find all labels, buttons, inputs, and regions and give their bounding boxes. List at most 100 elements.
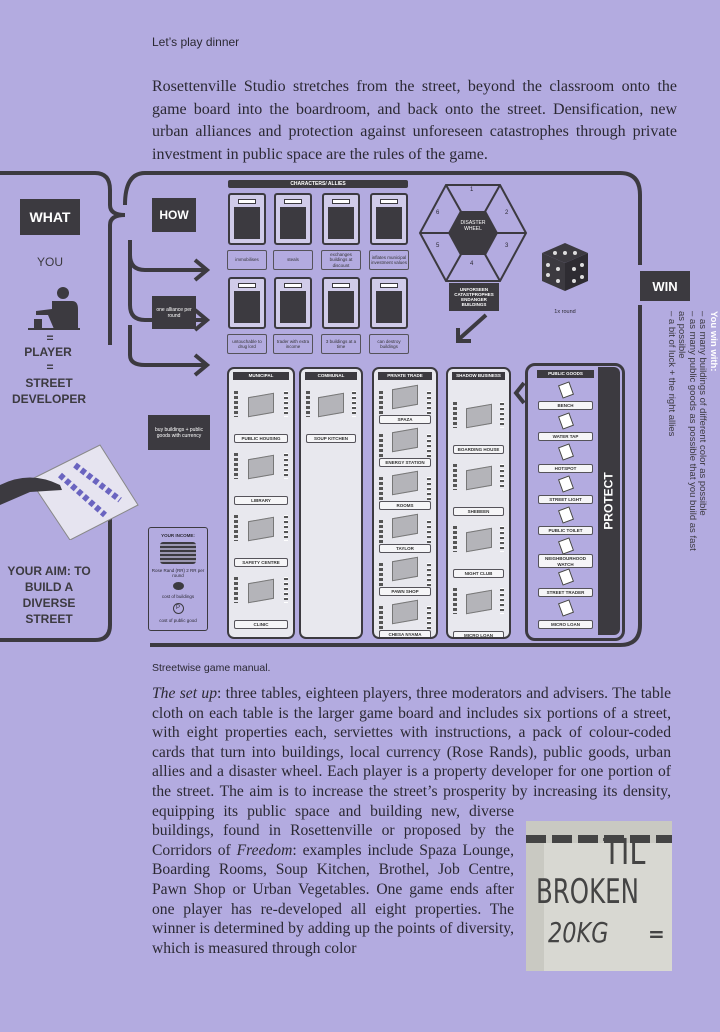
public-good-label: PUBLIC TOILET bbox=[538, 525, 593, 535]
public-good-item: STREET TRADER bbox=[533, 568, 598, 599]
public-good-item: BENCH bbox=[533, 381, 598, 412]
wheel-segment-number: 2 bbox=[505, 210, 509, 216]
building-item: NIGHT CLUB bbox=[448, 518, 509, 580]
character-card bbox=[322, 193, 360, 245]
public-good-item: MICRO LOAN bbox=[533, 599, 598, 630]
public-good-card-icon bbox=[557, 537, 574, 555]
build-level-dots bbox=[427, 606, 431, 632]
characters-title: CHARACTERS/ ALLIES bbox=[228, 180, 408, 188]
public-good-item: PUBLIC TOILET bbox=[533, 506, 598, 537]
you-label: YOU bbox=[36, 255, 63, 269]
equals-2: = bbox=[46, 360, 54, 374]
build-level-dots bbox=[427, 477, 431, 503]
character-ability: inflates municipal investment values bbox=[369, 250, 409, 270]
one-alliance-box: one alliance per round bbox=[152, 296, 196, 329]
character-silhouette-icon bbox=[376, 207, 402, 239]
public-good-token-icon: P bbox=[172, 603, 184, 614]
player-label: PLAYER bbox=[24, 345, 72, 359]
character-ability: steals bbox=[273, 250, 313, 270]
building-label: SOUP KITCHEN bbox=[306, 434, 356, 443]
building-icon bbox=[392, 599, 418, 625]
income-rands: Rose Rand (RR) 2 RR per round bbox=[151, 568, 205, 578]
build-level-dots bbox=[284, 453, 288, 479]
building-icon bbox=[465, 465, 492, 491]
wheel-segment-number: 5 bbox=[436, 243, 440, 249]
card-title-slot bbox=[238, 283, 256, 288]
building-icon bbox=[318, 392, 344, 418]
build-level-dots bbox=[234, 515, 238, 541]
public-good-item: NEIGHBOURHOOD WATCH bbox=[533, 537, 598, 569]
building-label: SAFETY CENTRE bbox=[234, 558, 288, 567]
building-item: ENERGY STATION bbox=[374, 426, 436, 469]
building-icon bbox=[248, 392, 274, 418]
income-box: YOUR INCOME: Rose Rand (RR) 2 RR per rou… bbox=[148, 527, 208, 631]
building-label: LIBRARY bbox=[234, 496, 288, 505]
public-good-label: BENCH bbox=[538, 401, 593, 411]
character-silhouette-icon bbox=[234, 291, 260, 323]
character-card bbox=[370, 193, 408, 245]
character-card bbox=[274, 277, 312, 329]
wheel-segment-number: 1 bbox=[470, 187, 474, 193]
public-good-label: HOTSPOT bbox=[538, 463, 593, 473]
card-title-slot bbox=[284, 283, 302, 288]
building-icon bbox=[392, 556, 418, 582]
public-good-card-icon bbox=[557, 443, 574, 462]
win-title: You win with: bbox=[708, 311, 719, 372]
character-silhouette-icon bbox=[280, 207, 306, 239]
public-good-label: NEIGHBOURHOOD WATCH bbox=[538, 554, 593, 569]
building-label: CLINIC bbox=[234, 620, 288, 629]
build-level-dots bbox=[500, 588, 504, 614]
your-aim-label: YOUR AIM: TO BUILD A DIVERSE STREET bbox=[7, 564, 91, 626]
cost-buildings-label: cost of buildings bbox=[161, 594, 195, 599]
building-item: ROOMS bbox=[374, 469, 436, 512]
character-silhouette-icon bbox=[376, 291, 402, 323]
game-board-hand-illustration bbox=[0, 430, 140, 541]
win-item: – as many public goods as possible that … bbox=[676, 311, 699, 551]
public-good-label: STREET LIGHT bbox=[538, 494, 593, 504]
disaster-wheel bbox=[418, 184, 528, 282]
win-box: WIN bbox=[640, 271, 690, 301]
build-level-dots bbox=[453, 526, 457, 552]
build-level-dots bbox=[234, 391, 238, 417]
building-icon bbox=[392, 470, 418, 496]
character-ability: trader with extra income bbox=[273, 334, 313, 354]
public-good-card-icon bbox=[557, 599, 574, 617]
building-item: SPAZA bbox=[374, 383, 436, 426]
card-title-slot bbox=[332, 283, 350, 288]
building-label: CHESA NYAMA bbox=[379, 630, 431, 637]
building-label: TAYLOR bbox=[379, 544, 431, 553]
sign-text-til: TIL bbox=[603, 832, 646, 873]
build-level-dots bbox=[453, 588, 457, 614]
coin-icon bbox=[172, 582, 184, 590]
building-icon bbox=[465, 589, 492, 615]
building-item: SHEBEEN bbox=[448, 456, 509, 518]
public-good-label: MICRO LOAN bbox=[538, 619, 593, 629]
wheel-segment-number: 6 bbox=[436, 210, 440, 216]
how-box: HOW bbox=[152, 198, 196, 232]
dice-icon bbox=[540, 241, 590, 293]
connector-lines bbox=[0, 171, 642, 647]
public-good-card-icon bbox=[557, 568, 574, 586]
public-good-card-icon bbox=[557, 381, 574, 399]
card-title-slot bbox=[238, 199, 256, 204]
disaster-wheel-center-label: DISASTER WHEEL bbox=[460, 220, 486, 232]
character-card bbox=[228, 193, 266, 245]
build-level-dots bbox=[500, 402, 504, 428]
public-good-card-icon bbox=[557, 412, 574, 430]
building-icon bbox=[392, 384, 418, 410]
public-good-item: HOTSPOT bbox=[533, 443, 598, 474]
public-good-card-icon bbox=[557, 474, 574, 493]
building-item: BOARDING HOUSE bbox=[448, 394, 509, 456]
public-good-label: STREET TRADER bbox=[538, 588, 593, 598]
column-title: MUNICIPAL bbox=[233, 372, 289, 380]
building-item: PAWN SHOP bbox=[374, 555, 436, 598]
character-silhouette-icon bbox=[328, 207, 354, 239]
character-ability: can destroy buildings bbox=[369, 334, 409, 354]
build-level-dots bbox=[379, 434, 383, 460]
card-title-slot bbox=[380, 199, 398, 204]
building-icon bbox=[465, 527, 492, 553]
what-box: WHAT bbox=[20, 199, 80, 235]
win-item: – a bit of luck + the right allies bbox=[666, 311, 677, 437]
character-silhouette-icon bbox=[280, 291, 306, 323]
